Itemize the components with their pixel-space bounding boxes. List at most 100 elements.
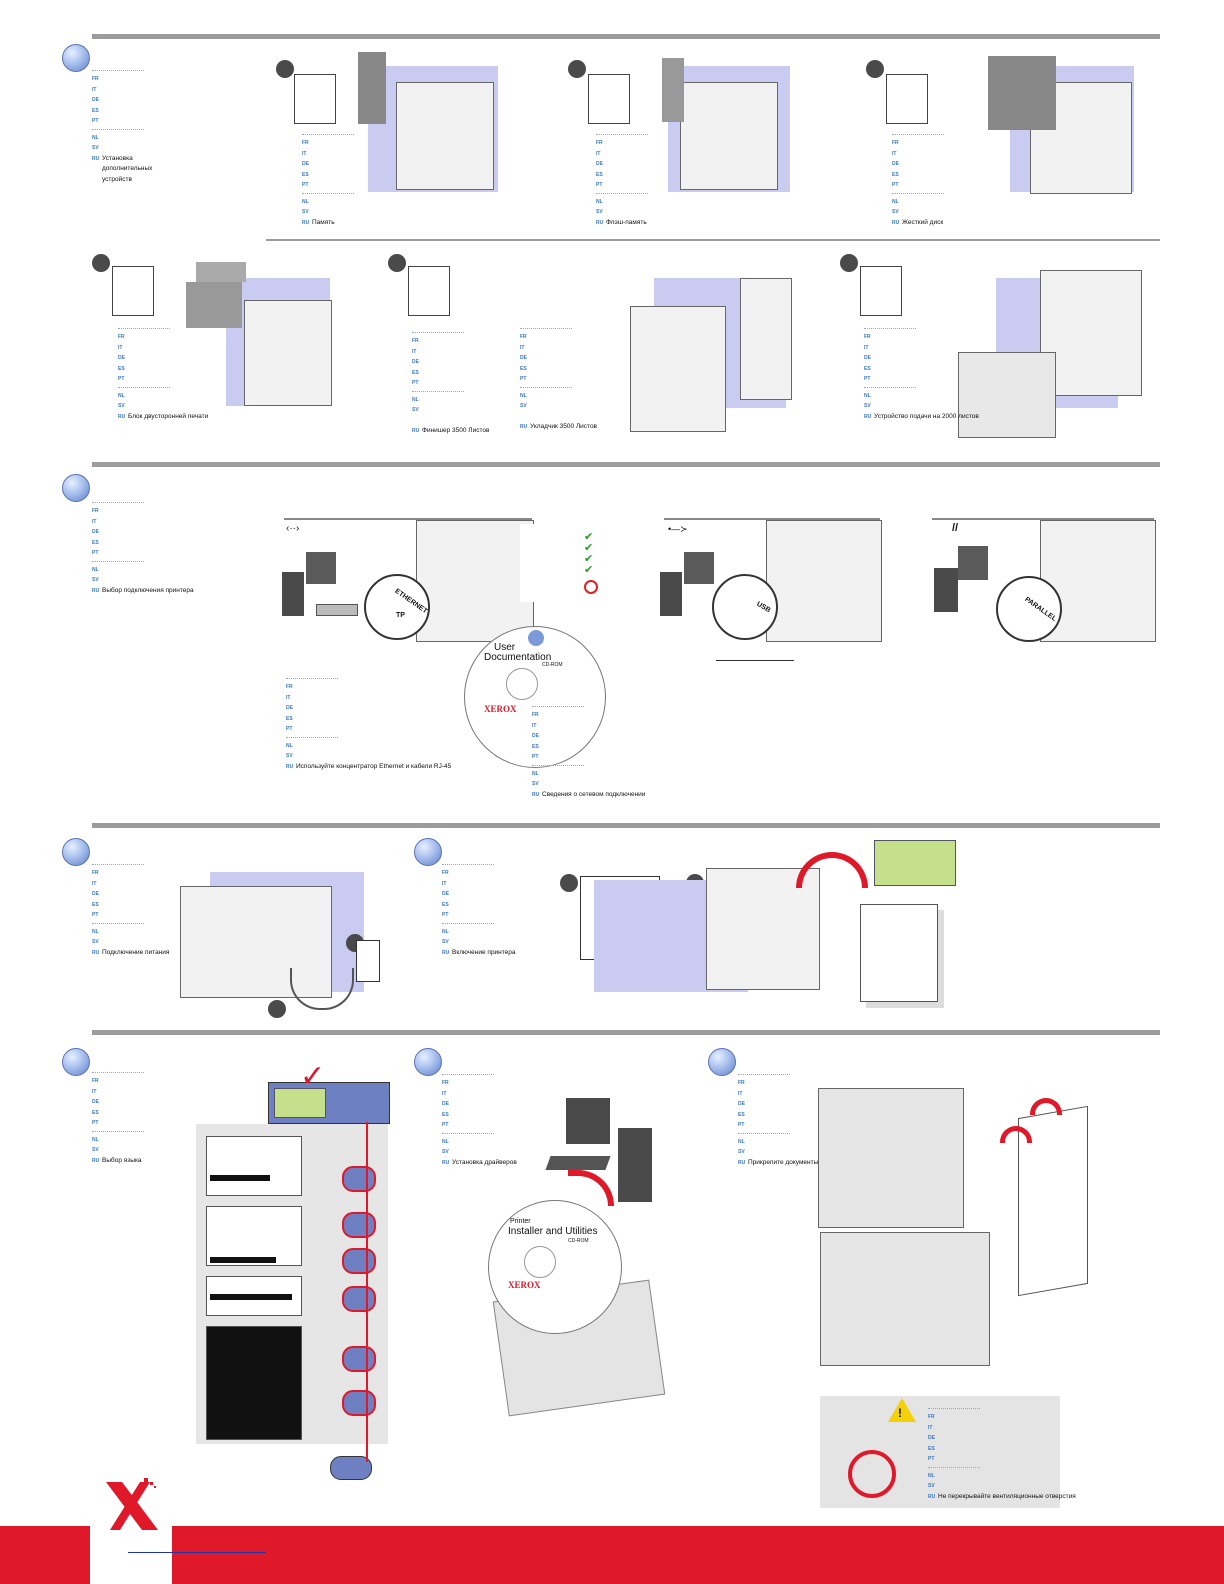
cd-title-line2: Documentation — [484, 652, 552, 663]
parallel-icon: // — [952, 522, 959, 534]
lang-code: PT — [118, 376, 125, 382]
lang-code: IT — [442, 1090, 447, 1097]
lang-code: SV — [532, 781, 539, 787]
lang-code: NL — [302, 198, 309, 205]
lang-code: PT — [928, 1456, 935, 1462]
monitor-illustration — [958, 546, 988, 580]
lang-code: DE — [738, 1101, 745, 1107]
section-bubble-4 — [414, 838, 442, 866]
label-power: Подключение питания — [102, 948, 170, 956]
step-marker — [268, 1000, 286, 1018]
monitor-illustration — [684, 552, 714, 584]
lang-code: IT — [92, 86, 97, 93]
user-documentation-cd — [464, 626, 606, 768]
step-marker — [866, 60, 884, 78]
keypad-button — [342, 1390, 376, 1416]
lang-code: FR — [596, 140, 603, 146]
lcd-menu-screen — [206, 1136, 302, 1196]
feeder-illustration — [958, 352, 1056, 438]
xerox-x-logo — [106, 1478, 158, 1530]
lang-code: NL — [92, 1136, 99, 1143]
lang-code: RU — [92, 1157, 100, 1164]
lang-code: RU — [92, 587, 100, 594]
lang-code: PT — [92, 118, 99, 124]
lang-code: PT — [92, 550, 99, 556]
lang-code: PT — [738, 1122, 745, 1128]
label-connection-info: Сведения о сетевом подключении — [542, 790, 646, 798]
cd-title-line3: CD-ROM — [568, 1238, 589, 1244]
lang-code: RU — [412, 427, 420, 434]
control-panel-screen — [274, 1088, 326, 1118]
step-marker — [92, 254, 110, 272]
lang-code: ES — [442, 901, 449, 908]
curved-arrow-icon — [568, 1170, 614, 1206]
label-drivers: Установка драйверов — [452, 1158, 517, 1166]
section-divider-1 — [92, 34, 1160, 39]
label-memory: Память — [312, 218, 335, 226]
hard-disk-illustration — [988, 56, 1056, 130]
keypad-button — [342, 1286, 376, 1312]
step-marker — [568, 60, 586, 78]
footer-link-underline[interactable] — [128, 1552, 266, 1553]
lang-code: FR — [892, 140, 899, 146]
footer-band — [0, 1526, 1224, 1584]
monitor-illustration — [566, 1098, 610, 1144]
usb-icon: •—≻ — [668, 524, 688, 534]
printer-illustration — [680, 82, 778, 190]
lcd-highlight-bar — [210, 1294, 292, 1300]
lang-code: SV — [892, 209, 899, 215]
computer-illustration — [660, 572, 682, 616]
lang-code: SV — [92, 145, 99, 151]
duplex-unit-illustration — [186, 282, 242, 328]
lang-code: DE — [892, 161, 899, 167]
curved-arrow-icon — [1000, 1126, 1032, 1143]
subsection-divider — [266, 239, 1160, 241]
info-card-icon — [588, 74, 630, 124]
lang-code: NL — [286, 742, 293, 749]
lang-code: ES — [596, 171, 603, 178]
lang-code: SV — [442, 939, 449, 945]
lang-code: ES — [118, 365, 125, 372]
cd-hub — [524, 1246, 556, 1278]
printer-rear-illustration — [416, 520, 534, 642]
lang-code: NL — [596, 198, 603, 205]
cd-title-line1: User — [494, 642, 516, 653]
lang-code: FR — [286, 684, 293, 690]
port-zoom-circle — [364, 574, 430, 640]
lang-code: ES — [864, 365, 871, 372]
lang-code: NL — [92, 928, 99, 935]
lang-code: PT — [864, 376, 871, 382]
lang-code: ES — [92, 539, 99, 546]
lang-code: ES — [286, 715, 293, 722]
lang-code: RU — [118, 413, 126, 420]
lang-code: IT — [442, 880, 447, 887]
lang-code: IT — [92, 1088, 97, 1095]
lang-code: PT — [92, 912, 99, 918]
footer-logo-area — [90, 1526, 172, 1584]
finisher-illustration — [740, 278, 792, 400]
warning-exclamation: ! — [898, 1406, 902, 1420]
lang-code: RU — [928, 1493, 936, 1500]
cd-title-line3: CD-ROM — [542, 662, 563, 668]
lang-code: IT — [892, 150, 897, 157]
lang-code: ES — [892, 171, 899, 178]
cd-title-line2: Installer and Utilities — [508, 1226, 598, 1237]
lang-code: DE — [520, 355, 527, 361]
lang-code: SV — [442, 1149, 449, 1155]
label-feeder: Устройство подачи на 2000 листов — [874, 412, 979, 420]
section-bubble-2 — [62, 474, 90, 502]
lang-code: IT — [412, 348, 417, 355]
label-finisher: Финишер 3500 Листов — [422, 426, 490, 434]
flow-connector — [366, 1122, 368, 1462]
cd-hub — [506, 668, 538, 700]
lang-code: DE — [442, 1101, 449, 1107]
lang-code: SV — [520, 403, 527, 409]
flash-card-illustration — [662, 58, 684, 122]
